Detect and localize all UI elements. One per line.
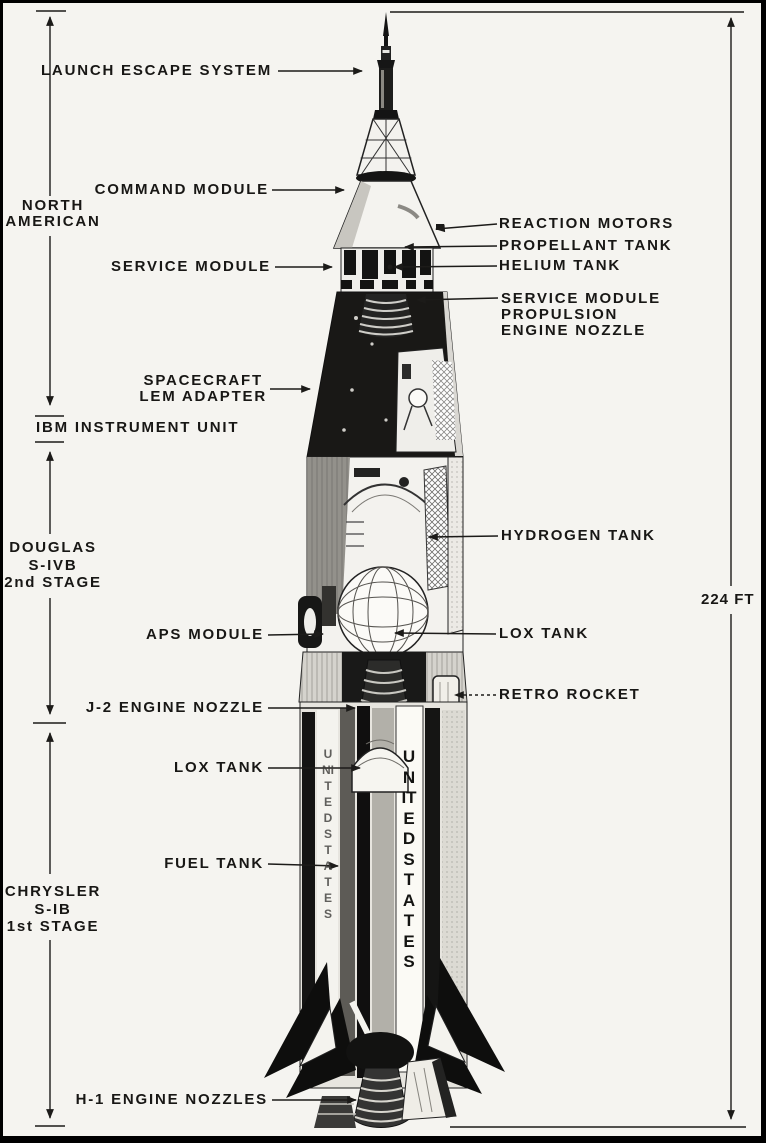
label-reaction-motors: REACTION MOTORS	[499, 215, 675, 232]
label-helium-tank: HELIUM TANK	[499, 257, 622, 274]
label-hydrogen-tank: HYDROGEN TANK	[501, 527, 656, 544]
label-command-module: COMMAND MODULE	[94, 181, 269, 198]
label-h1-engine-nozzles: H-1 ENGINE NOZZLES	[75, 1091, 268, 1108]
h1-engine-nozzles-drawing	[314, 1032, 457, 1128]
tail-fins-drawing	[264, 958, 505, 1098]
label-fuel-tank: FUEL TANK	[164, 855, 264, 872]
label-douglas-s-ivb: DOUGLAS S-IVB 2nd STAGE	[4, 539, 102, 591]
label-j2-engine-nozzle: J-2 ENGINE NOZZLE	[85, 699, 264, 716]
frame-border-bottom	[0, 1136, 766, 1143]
command-module-drawing	[332, 180, 442, 249]
frame-border-top	[0, 0, 766, 3]
label-ibm-instrument-unit: IBM INSTRUMENT UNIT	[36, 419, 240, 436]
stage1-united-states-lettering: UNITED STATES	[401, 747, 417, 971]
label-retro-rocket: RETRO ROCKET	[499, 686, 641, 703]
label-lox-tank-first-stage: LOX TANK	[174, 759, 264, 776]
spacecraft-lem-adapter-drawing	[306, 291, 464, 458]
label-spacecraft-lem-adapter: SPACECRAFT LEM ADAPTER	[139, 372, 267, 405]
label-launch-escape-system: LAUNCH ESCAPE SYSTEM	[40, 62, 272, 79]
service-module-drawing	[340, 224, 444, 293]
launch-escape-tower-drawing	[356, 12, 416, 185]
dimension-lines	[33, 10, 746, 1128]
label-aps-module: APS MODULE	[145, 626, 264, 643]
label-propellant-tank: PROPELLANT TANK	[499, 237, 673, 254]
stage1-left-stripe-lettering: UNITED STATES	[322, 747, 334, 921]
label-lox-tank-second-stage: LOX TANK	[499, 625, 589, 642]
s-ivb-stage-drawing	[298, 456, 464, 658]
label-total-height: 224 FT	[701, 591, 755, 608]
sps-engine-nozzle-drawing	[358, 294, 414, 338]
frame-border-left	[0, 0, 3, 1143]
label-north-american: NORTH AMERICAN	[5, 197, 101, 230]
label-service-module-propulsion: SERVICE MODULE PROPULSION ENGINE NOZZLE	[501, 290, 661, 339]
frame-border-right	[761, 0, 766, 1143]
label-service-module: SERVICE MODULE	[111, 258, 271, 275]
label-chrysler-s-ib: CHRYSLER S-IB 1st STAGE	[4, 883, 102, 935]
leader-lines	[267, 67, 499, 1104]
